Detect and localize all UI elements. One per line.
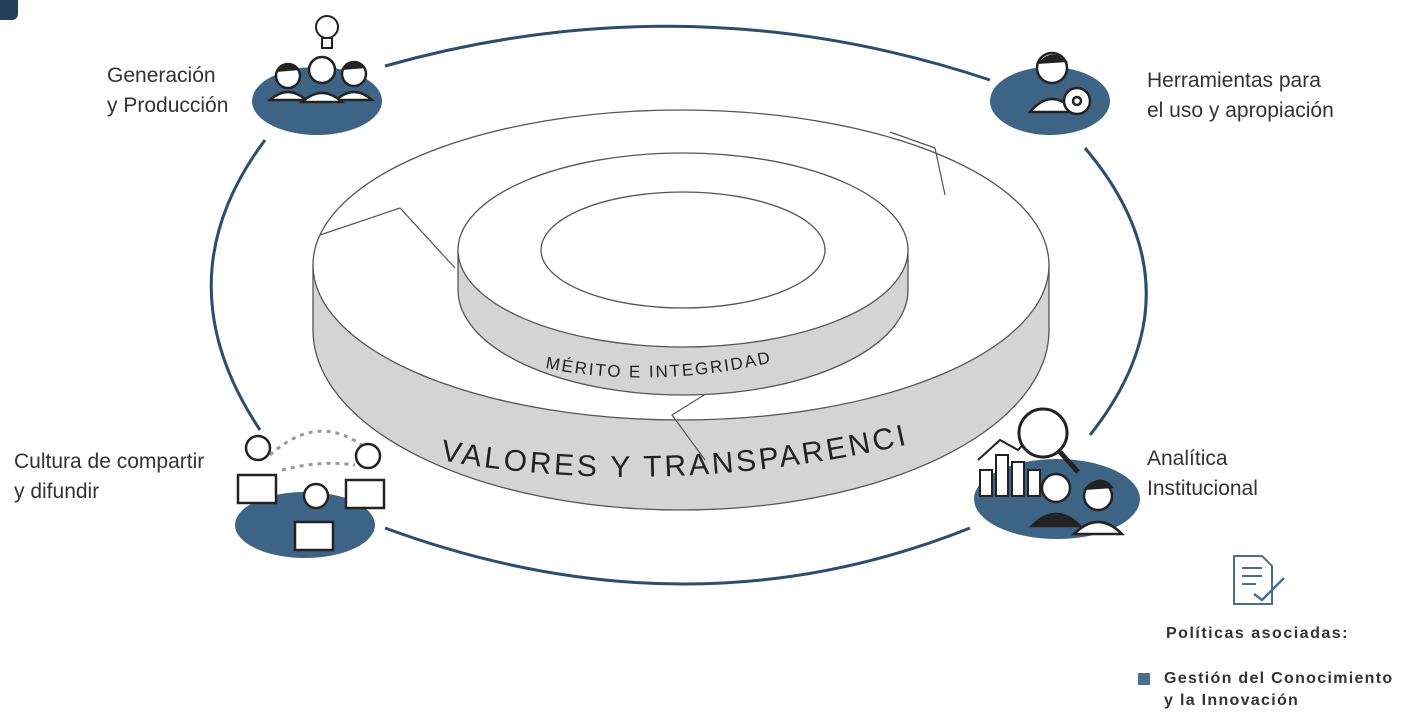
analytics-magnifier-icon [974,407,1140,539]
analyst-hair-right [1084,479,1114,490]
analyst-body-right [1070,520,1126,536]
gear-hole [1071,95,1083,107]
label-generacion: Generación y Producción [107,61,228,121]
team-lightbulb-icon [252,15,382,135]
label-generacion-line2: y Producción [107,94,229,117]
person-gear-icon [990,51,1110,135]
cycle-arc-left [209,139,267,431]
cycle-arc-right [1083,147,1148,436]
policy-bullet-icon [1138,673,1150,685]
outer-cycle [209,24,1148,586]
magnifier-lens [1017,407,1069,459]
document-check-icon [1233,555,1285,605]
share-book-right [344,478,386,510]
share-book-center [293,520,335,552]
share-head-right [354,442,382,470]
share-head-left [244,434,272,462]
outer-ring-notch-left [319,207,456,269]
label-generacion-line1: Generación [107,64,216,87]
share-dots-mid [281,461,356,472]
lightbulb-base [321,37,333,49]
bar-4 [1027,469,1041,497]
analyst-body-left [1028,512,1084,528]
tool-person-hair [1037,54,1068,64]
label-cultura: Cultura de compartir y difundir [14,447,204,507]
bar-3 [1011,461,1025,497]
inner-ring-core [540,191,826,309]
document-check [1253,577,1285,602]
cycle-arc-bottom [384,526,971,586]
inner-ring [457,152,909,396]
policy-item-text: Gestión del Conocimiento y la Innovación [1164,668,1393,712]
label-analitica-line1: Analítica [1147,447,1228,470]
policies-title: Políticas asociadas: [1166,625,1349,642]
label-herramientas-line2: el uso y apropiación [1147,99,1334,122]
bar-2 [995,454,1009,497]
policy-item-line1: Gestión del Conocimiento [1164,670,1394,687]
person-body-center [298,91,346,104]
label-analitica: Analítica Institucional [1147,444,1258,504]
label-cultura-line1: Cultura de compartir [14,450,205,473]
person-head-center [307,55,337,85]
person-body-right [332,90,376,102]
outer-ring-notch-right [889,131,946,196]
corner-mark [0,0,18,20]
share-dots-top [268,429,369,457]
share-book-left [236,473,278,505]
analyst-head-left [1040,472,1072,504]
magnifier-handle [1058,450,1080,474]
hair-right [342,62,366,70]
policy-item-line2: y la Innovación [1164,692,1300,709]
label-analitica-line2: Institucional [1147,477,1258,500]
label-cultura-line2: y difundir [14,480,100,503]
share-head-center [302,482,330,510]
label-herramientas-line1: Herramientas para [1147,69,1321,92]
document-outline [1233,555,1273,605]
cycle-arc-top [384,24,991,82]
label-herramientas: Herramientas para el uso y apropiación [1147,66,1334,126]
people-sharing-books-icon [235,429,386,558]
bar-1 [979,469,993,497]
lightbulb-glass [315,15,339,39]
hair-left [276,64,300,72]
